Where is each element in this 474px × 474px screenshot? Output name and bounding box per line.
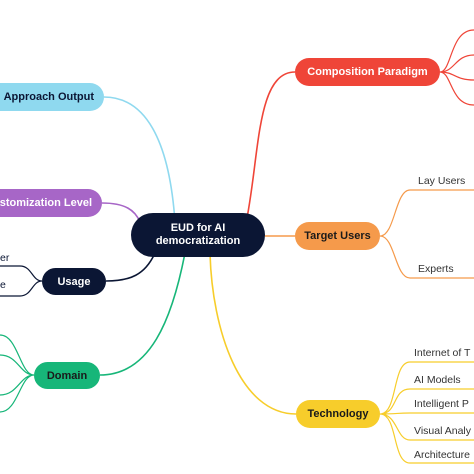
connector-customization: [101, 202, 141, 223]
connector-domain-sub: [0, 334, 35, 413]
connector-target-sub: [379, 189, 474, 279]
target-users-child-lay-users: Lay Users: [418, 175, 466, 187]
customization-level-label: stomization Level: [0, 197, 92, 209]
composition-paradigm-label: Composition Paradigm: [307, 66, 428, 78]
connector-composition: [244, 71, 296, 229]
target-users-label: Target Users: [304, 230, 371, 242]
technology-node: Technology: [296, 400, 380, 428]
center-label-line1: EUD for AI: [170, 222, 226, 234]
technology-child-architecture: Architecture: [414, 449, 471, 461]
technology-child-internet: Internet of T: [414, 347, 471, 359]
technology-child-intelligent: Intelligent P: [414, 398, 469, 410]
approach-output-label: Approach Output: [3, 91, 94, 103]
target-users-child-experts: Experts: [418, 263, 454, 275]
technology-label: Technology: [307, 408, 369, 420]
usage-label: Usage: [57, 275, 91, 288]
connector-technology-sub: [379, 361, 474, 464]
center-label-line2: democratization: [155, 235, 241, 247]
connector-technology: [209, 252, 297, 415]
technology-child-ai-models: AI Models: [414, 374, 461, 386]
technology-child-visual: Visual Analy: [414, 425, 472, 437]
approach-output-node: Approach Output: [0, 83, 104, 111]
connector-usage: [105, 252, 156, 282]
domain-node: Domain: [34, 362, 100, 389]
composition-paradigm-node: Composition Paradigm: [295, 58, 440, 86]
target-users-node: Target Users: [295, 222, 380, 250]
customization-level-node: stomization Level: [0, 189, 102, 217]
connector-approach: [103, 96, 176, 223]
connector-composition-sub: [439, 29, 474, 106]
usage-child-1: er: [0, 252, 10, 264]
connector-usage-sub: [0, 265, 43, 297]
connector-domain: [99, 252, 186, 376]
domain-label: Domain: [46, 369, 88, 382]
usage-node: Usage: [42, 268, 106, 295]
usage-child-2: e: [0, 279, 6, 291]
center-node: EUD for AI democratization: [131, 213, 265, 257]
